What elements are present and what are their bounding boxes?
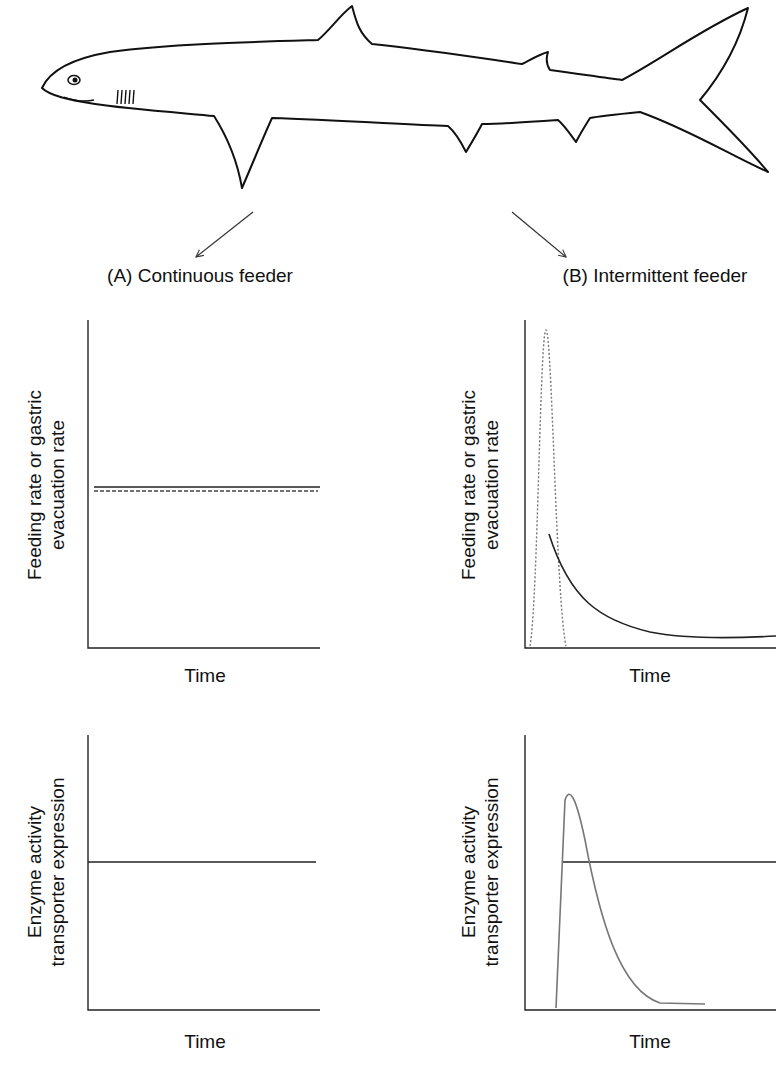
gill-slit bbox=[117, 90, 118, 104]
chart-axes bbox=[88, 735, 320, 1010]
shark-pupil bbox=[73, 78, 78, 83]
panel-title: (B) Intermittent feeder bbox=[563, 265, 748, 287]
evacuation-rate-curve bbox=[549, 534, 776, 638]
axis-title: Time bbox=[629, 1031, 671, 1053]
panel-title: (A) Continuous feeder bbox=[107, 265, 293, 287]
axis-title: Time bbox=[629, 665, 671, 687]
feeding-rate-peak bbox=[530, 330, 566, 646]
chart-axes bbox=[525, 320, 776, 648]
enzyme-level-line bbox=[562, 861, 776, 863]
axis-lines bbox=[88, 320, 320, 648]
gill-slits bbox=[117, 90, 134, 104]
gill-slit bbox=[129, 90, 130, 104]
shark-eye bbox=[68, 76, 80, 85]
axis-title: Enzyme activity transporter expression bbox=[24, 772, 70, 972]
evacuation-rate-line bbox=[94, 490, 318, 492]
feeding-rate-line bbox=[94, 486, 320, 488]
enzyme-level-line bbox=[88, 861, 316, 863]
axis-lines bbox=[88, 735, 320, 1010]
shark-mouth bbox=[64, 97, 94, 101]
axis-title: Time bbox=[184, 665, 226, 687]
axis-title: Feeding rate or gastric evacuation rate bbox=[24, 385, 70, 585]
gill-slit bbox=[125, 90, 126, 104]
pointer-arrow bbox=[196, 212, 253, 257]
enzyme-response-curve bbox=[556, 794, 705, 1008]
gill-slit bbox=[121, 90, 122, 104]
shark-illustration bbox=[42, 6, 768, 188]
axis-title: Feeding rate or gastric evacuation rate bbox=[458, 385, 504, 585]
axis-title: Time bbox=[184, 1031, 226, 1053]
pointer-arrow bbox=[512, 212, 566, 257]
chart-axes bbox=[88, 320, 320, 648]
axis-lines bbox=[525, 735, 776, 1010]
chart-axes bbox=[525, 735, 776, 1010]
axis-title: Enzyme activity transporter expression bbox=[458, 772, 504, 972]
shark-outline bbox=[42, 6, 768, 188]
axis-lines bbox=[525, 320, 776, 648]
gill-slit bbox=[133, 90, 134, 104]
